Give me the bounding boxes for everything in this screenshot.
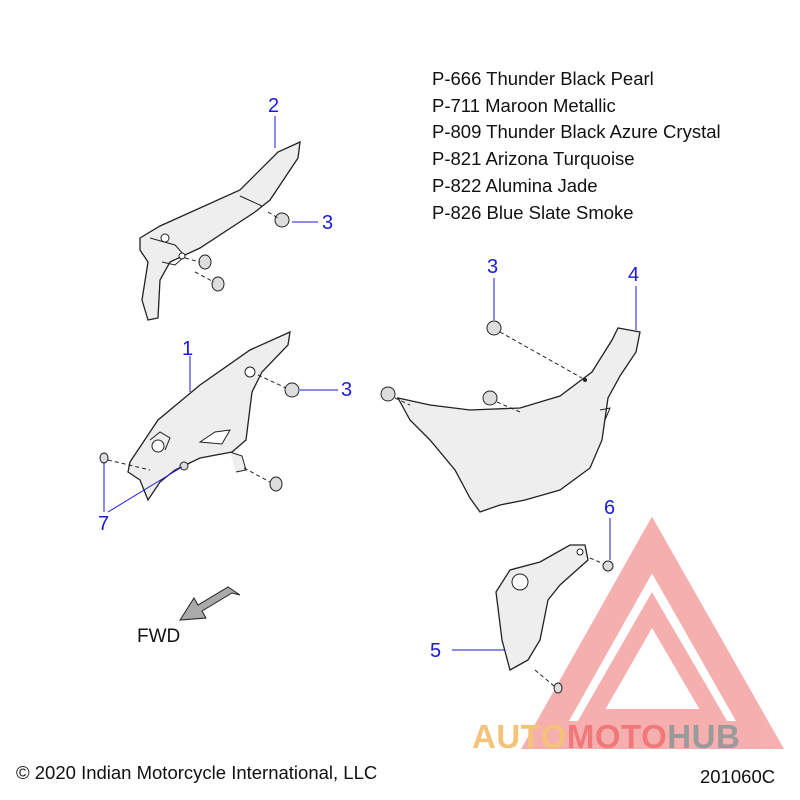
callout-4: 4 (628, 264, 639, 286)
callout-6: 6 (604, 497, 615, 519)
watermark-text: AUTOMOTOHUB (472, 718, 740, 756)
color-code-item: P-666 Thunder Black Pearl (432, 68, 654, 89)
part-4-side-cover (396, 327, 641, 513)
forward-arrow (179, 586, 241, 621)
color-code-item: P-809 Thunder Black Azure Crystal (432, 121, 721, 143)
part-1-grommets (99, 374, 300, 492)
callout-1: 1 (182, 338, 193, 360)
color-code-item: P-711 Maroon Metallic (432, 94, 616, 116)
watermark-part-auto: AUTO (472, 718, 567, 755)
callout-3-right: 3 (487, 256, 498, 278)
callout-leaders (103, 116, 637, 651)
callout-3-middle: 3 (341, 379, 352, 401)
part-5-fasteners (534, 557, 614, 694)
paint-color-list: P-666 Thunder Black Pearl P-711 Maroon M… (432, 66, 721, 226)
part-2-grommets (184, 211, 290, 292)
copyright-notice: © 2020 Indian Motorcycle International, … (16, 762, 378, 783)
callout-7: 7 (98, 513, 109, 535)
watermark-part-hub: HUB (667, 718, 741, 755)
callout-3-upper: 3 (322, 212, 333, 234)
callout-2: 2 (268, 95, 279, 117)
callout-5: 5 (430, 640, 441, 662)
color-code-item: P-826 Blue Slate Smoke (432, 201, 634, 223)
watermark-part-moto: MOTO (566, 718, 668, 755)
part-1-side-cover (127, 330, 291, 502)
color-code-item: P-822 Alumina Jade (432, 174, 598, 196)
part-5-bracket-cover (495, 544, 589, 671)
color-code-item: P-821 Arizona Turquoise (432, 148, 635, 170)
forward-label: FWD (137, 626, 181, 647)
figure-code: 201060C (700, 766, 776, 787)
part-4-grommets (380, 320, 583, 413)
watermark-triangle (521, 516, 785, 749)
part-2-side-cover (139, 140, 301, 321)
